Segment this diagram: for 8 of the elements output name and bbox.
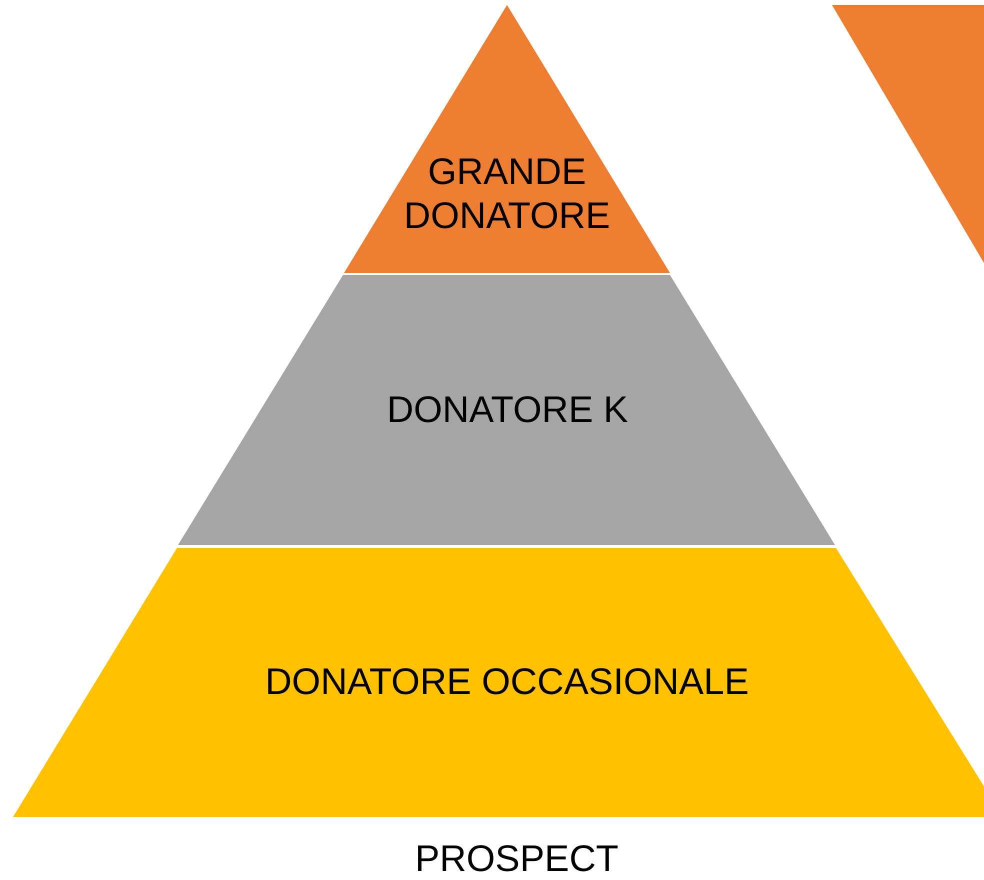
tier-label: DONATORE K bbox=[386, 388, 630, 432]
tier-label: DONATORE OCCASIONALE bbox=[264, 660, 750, 704]
triangle-shape bbox=[832, 5, 984, 263]
pyramid-tier bbox=[178, 275, 835, 545]
pyramid-tier bbox=[13, 548, 984, 817]
tier-label: GRANDE DONATORE bbox=[402, 150, 612, 238]
base-label: PROSPECT bbox=[415, 838, 619, 880]
pyramid-tier bbox=[344, 5, 670, 273]
